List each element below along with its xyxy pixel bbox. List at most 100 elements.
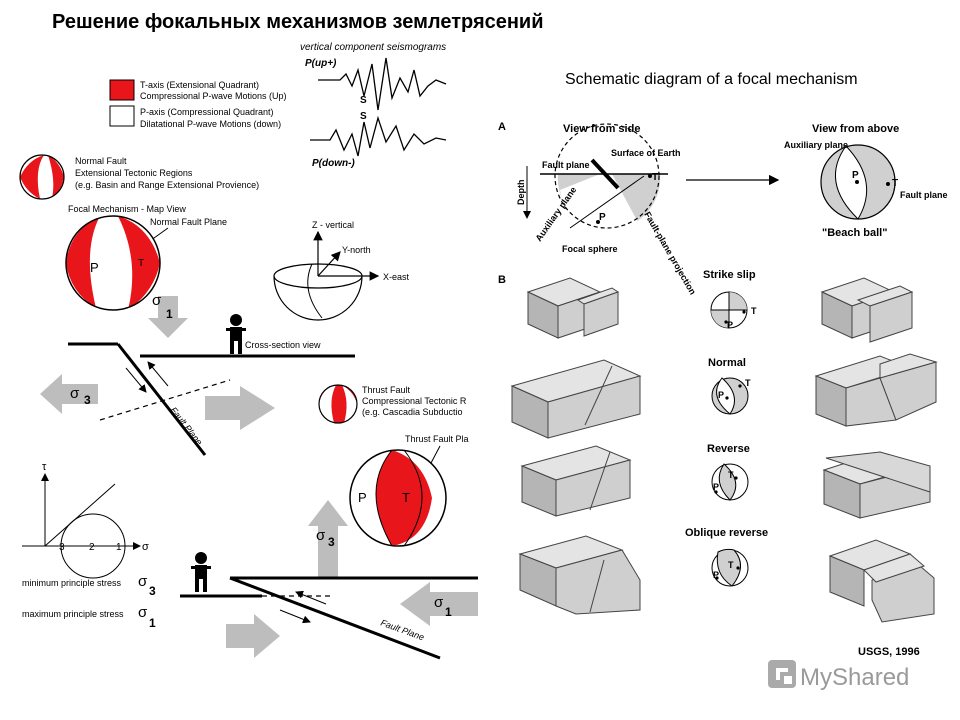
oblique-ball-p: P — [713, 570, 719, 580]
max-stress-sigma: σ — [138, 604, 148, 621]
strike-slip-t: T — [751, 306, 757, 316]
sigma3-up: σ — [316, 527, 326, 544]
focal-sphere-label: Focal sphere — [562, 244, 618, 254]
view-from-side: View from side — [563, 123, 640, 135]
thrust-fault-cross-section — [180, 576, 478, 660]
strike-slip-block-before — [526, 277, 620, 339]
s-label-2: S — [360, 111, 367, 122]
schematic-title: Schematic diagram of a focal mechanism — [565, 71, 858, 88]
sigma1-top-sub: 1 — [166, 307, 173, 321]
normal-fault-cross-section — [68, 342, 355, 456]
normal-label: Normal — [708, 357, 746, 369]
person-icon-2 — [191, 552, 211, 592]
sigma1-arrow-left — [400, 582, 478, 626]
thrust-fault-example: (e.g. Cascadia Subductio — [362, 407, 463, 417]
sigma3-arrow-right — [205, 386, 275, 430]
thrust-fault-region: Compressional Tectonic R — [362, 396, 467, 406]
normal-fault-beach-ball — [65, 215, 161, 311]
z-axis-label: Z - vertical — [312, 220, 354, 230]
y-axis-label: Y-north — [342, 245, 371, 255]
page-title: Решение фокальных механизмов землетрясен… — [52, 11, 544, 33]
sigma3-left-sub: 3 — [84, 393, 91, 407]
beach-ball-above — [820, 144, 896, 220]
legend-p-motion: Dilatational P-wave Motions (down) — [140, 119, 281, 129]
side-p-label: P — [599, 212, 606, 223]
legend-red-swatch — [109, 79, 135, 101]
beach-ball-label: "Beach ball" — [822, 227, 887, 239]
depth-label: Depth — [516, 180, 526, 206]
section-a-label: A — [498, 121, 506, 133]
fault-plane-side: Fault plane — [542, 160, 590, 170]
myshared-logo-icon — [768, 660, 796, 688]
strike-slip-p: P — [727, 320, 733, 330]
thrust-t-label: T — [402, 490, 410, 505]
sigma1-right-sub: 1 — [445, 605, 452, 619]
reverse-ball-t: T — [728, 470, 734, 480]
reverse-block-before — [520, 445, 632, 517]
reverse-ball — [711, 463, 749, 501]
mohr-tick-2: 2 — [89, 542, 95, 553]
sigma1-arrow-down — [148, 296, 188, 338]
legend-p-axis: P-axis (Compressional Quadrant) — [140, 107, 274, 117]
sigma1-right: σ — [434, 594, 444, 611]
oblique-ball-t: T — [728, 560, 734, 570]
min-stress-sigma: σ — [138, 573, 148, 590]
x-axis-label: X-east — [383, 272, 410, 282]
reverse-ball-p: P — [713, 482, 719, 492]
oblique-label: Oblique reverse — [685, 527, 768, 539]
watermark-text: MyShared — [800, 664, 909, 691]
oblique-ball — [711, 548, 749, 587]
normal-block-after — [814, 353, 938, 427]
thrust-fault-beach-ball — [349, 449, 447, 547]
sigma1-arrow-right — [226, 614, 280, 658]
seismogram-up — [318, 57, 447, 111]
view-from-above: View from above — [812, 123, 899, 135]
reverse-block-after — [822, 451, 931, 519]
p-up-label: P(up+) — [305, 58, 337, 69]
min-stress-label: minimum principle stress — [22, 578, 122, 588]
legend-t-motion: Compressional P-wave Motions (Up) — [140, 91, 287, 101]
usgs-credit: USGS, 1996 — [858, 646, 920, 658]
fault-plane-label-1: Fault Plane — [168, 405, 204, 447]
mohr-tick-3: 3 — [59, 542, 65, 553]
normal-ball-t: T — [745, 378, 751, 388]
normal-t-label: T — [138, 258, 144, 269]
hemisphere-axes — [273, 230, 380, 321]
normal-fault-plane-label: Normal Fault Plane — [150, 217, 227, 227]
normal-p-label: P — [90, 260, 99, 275]
mohr-tick-1: 1 — [116, 542, 122, 553]
mohr-circle-plot — [22, 473, 141, 579]
fault-plane-projection: Fault-plane projection — [642, 210, 698, 296]
seismo-title: vertical component seismograms — [300, 42, 446, 53]
strike-slip-label: Strike slip — [703, 269, 756, 281]
sigma-axis-label: σ — [142, 541, 149, 553]
sigma3-arrow-up — [308, 500, 348, 578]
oblique-reverse-block-before — [518, 535, 641, 615]
reverse-label: Reverse — [707, 443, 750, 455]
sigma3-arrow-left — [40, 374, 98, 414]
thrust-fault-small-ball — [318, 384, 358, 424]
legend-t-axis: T-axis (Extensional Quadrant) — [140, 80, 259, 90]
normal-fault-small-ball — [19, 154, 65, 200]
legend-white-swatch — [109, 105, 135, 127]
seismogram-down — [310, 115, 447, 157]
normal-fault-label: Normal Fault — [75, 156, 127, 166]
p-down-label: P(down-) — [312, 158, 355, 169]
oblique-reverse-block-after — [828, 539, 935, 623]
normal-block-before — [510, 359, 642, 439]
max-stress-label: maximum principle stress — [22, 609, 124, 619]
fault-plane-above: Fault plane — [900, 190, 948, 200]
cross-section-label: Cross-section view — [245, 340, 321, 350]
person-icon — [226, 314, 246, 354]
thrust-fault-plane-label: Thrust Fault Pla — [405, 434, 469, 444]
normal-ball-p: P — [718, 390, 724, 400]
max-stress-sub: 1 — [149, 616, 156, 630]
map-view-label: Focal Mechanism - Map View — [68, 204, 186, 214]
side-t-label: T — [652, 172, 658, 183]
above-p-label: P — [852, 170, 859, 181]
strike-slip-block-after — [820, 277, 914, 343]
above-t-label: T — [892, 178, 898, 189]
sigma3-left: σ — [70, 385, 80, 402]
thrust-fault-label: Thrust Fault — [362, 385, 411, 395]
